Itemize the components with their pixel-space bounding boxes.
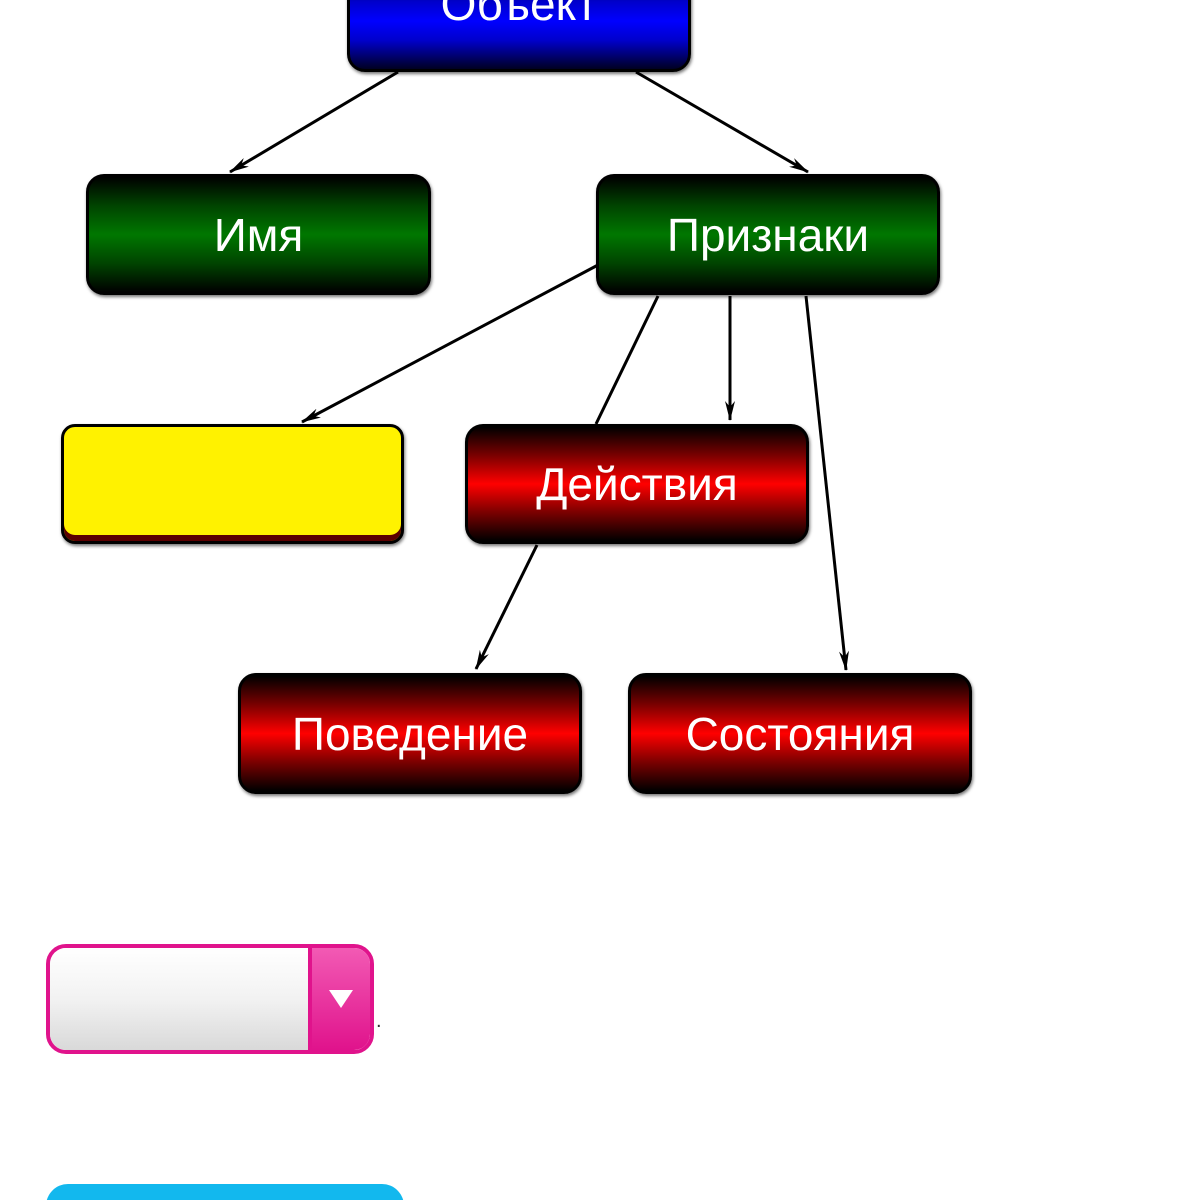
node-features-label: Признаки [666,208,870,261]
arrow-object-to-features [635,70,809,174]
node-behavior-label: Поведение [291,707,529,760]
line-features-to-actions [594,295,660,425]
trailing-period: . [376,1010,382,1032]
node-name-label: Имя [213,208,304,261]
node-blank-drop-target[interactable] [61,424,404,544]
chevron-down-icon [329,990,353,1008]
node-name[interactable]: Имя [86,174,431,295]
node-states-label: Состояния [685,707,915,760]
node-object-label: Объект [440,0,598,30]
dropdown-toggle-button[interactable] [312,948,370,1050]
node-features[interactable]: Признаки [596,174,940,295]
arrow-features-to-states [804,295,849,671]
node-actions-label: Действия [536,458,738,510]
arrow-actions-to-behavior [474,544,539,670]
dropdown-value[interactable] [50,948,312,1050]
node-behavior[interactable]: Поведение [238,673,582,794]
node-states[interactable]: Состояния [628,673,972,794]
arrow-object-to-name [229,70,399,174]
node-object[interactable]: Объект [347,0,691,72]
arrow-features-to-blank [301,263,599,424]
node-actions[interactable]: Действия [465,424,809,544]
check-button[interactable] [46,1184,404,1200]
answer-dropdown[interactable] [46,944,374,1054]
